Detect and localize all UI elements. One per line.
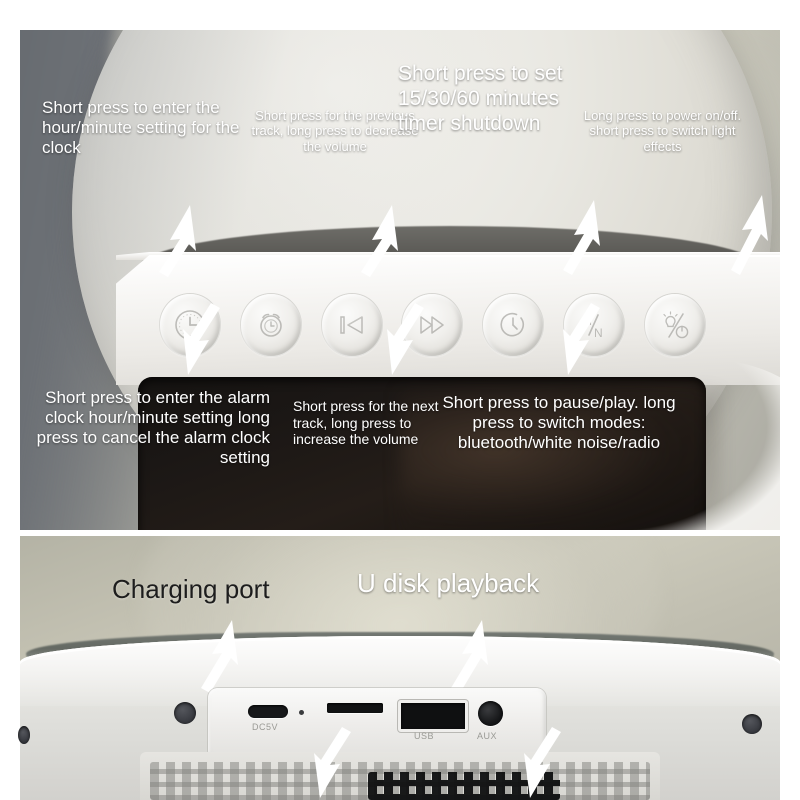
control-panel-view: M N [20,30,780,530]
previous-track-icon [335,308,369,342]
aux-label: AUX [477,731,498,741]
tf-card-slot[interactable] [327,703,383,713]
clock-button-callout: Short press to enter the hour/minute set… [42,98,240,158]
screw-hole-left [174,702,196,724]
power-light-button[interactable] [644,294,705,356]
next-track-icon [415,308,449,342]
usb-c-charging-port[interactable] [248,705,288,718]
timer-icon [496,308,530,342]
aux-port[interactable] [478,701,503,726]
mode-button-callout: Short press to pause/play. long press to… [442,393,676,453]
usb-label: USB [414,731,435,741]
next-track-button[interactable] [402,294,463,356]
screw-hole-right [742,714,762,734]
power-light-callout: Long press to power on/off. short press … [583,108,742,154]
indicator-led [299,710,304,715]
timer-button-callout: Short press to set 15/30/60 minutes time… [398,62,563,135]
mode-icon: M N [577,308,611,342]
previous-track-callout: Short press for the previous track, long… [251,108,419,154]
charging-port-callout: Charging port [112,574,270,604]
svg-text:N: N [594,326,603,340]
next-track-callout: Short press for the next track, long pre… [293,398,439,448]
alarm-clock-icon [254,308,288,342]
timer-button[interactable] [483,294,544,356]
clock-icon [173,308,207,342]
u-disk-playback-callout: U disk playback [357,568,540,598]
svg-text:M: M [582,314,592,328]
previous-track-button[interactable] [321,294,382,356]
power-light-icon [658,308,692,342]
mode-button[interactable]: M N [564,294,625,356]
dc5v-label: DC5V [252,722,279,732]
alarm-button-callout: Short press to enter the alarm clock hou… [36,388,270,468]
clock-button[interactable] [160,294,220,356]
usb-port[interactable] [398,700,468,732]
screw-hole-far-left [18,726,30,744]
button-row: M N [160,285,705,365]
speaker-grille-dark-section [368,772,560,800]
alarm-button[interactable] [240,294,301,356]
